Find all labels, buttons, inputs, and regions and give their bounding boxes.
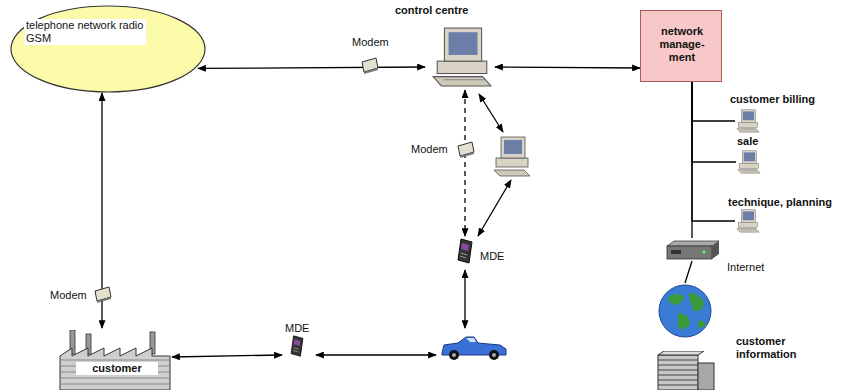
management-box: network manage- ment <box>640 10 722 82</box>
workstation: sale <box>733 135 783 175</box>
connector <box>692 82 735 121</box>
node-label: network manage- ment <box>651 25 713 64</box>
connector <box>691 82 692 238</box>
node-label: customer information <box>736 335 816 361</box>
modem-icon <box>362 58 378 74</box>
workstation: technique, planning <box>728 196 838 234</box>
edge-label: Modem <box>409 143 450 156</box>
globe-icon <box>654 283 716 339</box>
link-arrow <box>479 94 503 132</box>
computer-icon <box>494 137 530 176</box>
customer-information: customer information <box>652 283 832 390</box>
edge-label: Modem <box>350 36 391 49</box>
pc-icon <box>431 26 493 88</box>
modem-icon <box>95 287 111 303</box>
connector <box>172 355 282 357</box>
node-label: control centre <box>395 4 468 17</box>
pc-icon <box>736 109 760 133</box>
internet-router: Internet <box>664 238 774 276</box>
mde-terminal: MDE <box>456 238 508 266</box>
connector <box>198 67 425 68</box>
device-icon <box>666 240 720 260</box>
node-label: telephone network radio GSM <box>24 19 146 45</box>
connector <box>495 67 640 68</box>
connector <box>692 82 736 162</box>
building-icon <box>654 351 716 390</box>
node-label: customer <box>76 362 158 375</box>
mde-icon <box>288 335 306 357</box>
node-label: MDE <box>285 322 309 335</box>
mde-terminal: MDE <box>284 322 312 358</box>
link-arrow <box>464 270 465 328</box>
node-label: sale <box>737 135 758 148</box>
pc-icon <box>737 150 761 174</box>
network-ellipse: telephone network radio GSM <box>10 5 206 93</box>
edge-label: Modem <box>48 289 89 302</box>
node-label: MDE <box>480 250 504 263</box>
node-label: customer billing <box>730 93 815 106</box>
factory-icon <box>58 330 172 390</box>
pc-icon <box>736 209 760 233</box>
workstation: customer billing <box>730 93 830 135</box>
link-arrow <box>478 180 511 236</box>
node-label: technique, planning <box>728 196 832 209</box>
customer-factory: customer <box>58 330 172 390</box>
modem-icon <box>458 142 474 158</box>
connector <box>685 261 692 283</box>
connector <box>464 90 465 236</box>
car-icon <box>442 337 506 360</box>
link-arrow <box>316 354 436 355</box>
node-label: Internet <box>727 261 764 274</box>
mde-icon <box>456 238 474 264</box>
control-centre: control centre <box>395 4 495 88</box>
